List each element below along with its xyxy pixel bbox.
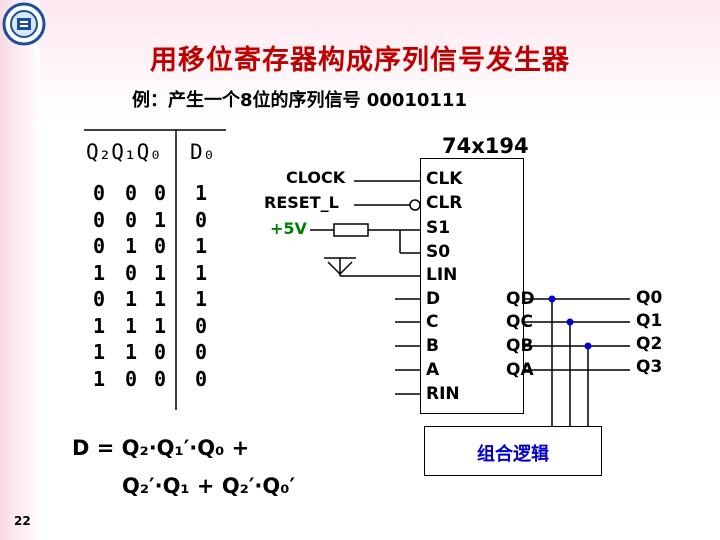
table-cell: 0 [153,366,167,391]
pin-qc: QC [506,312,533,332]
table-cell: 0 [124,207,138,232]
pin-d: D [426,289,441,309]
combinational-logic-box: 组合逻辑 [424,426,602,476]
junction-dot [584,342,592,350]
clock-label: CLOCK [286,168,346,187]
table-cell: 1 [124,287,138,311]
junction-dot [548,295,556,303]
vcc-label: +5V [270,219,307,238]
table-cell: 1 [194,234,208,258]
table-cell: 0 [92,181,106,205]
table-cell: 0 [194,207,208,232]
output-label-q3: Q3 [636,357,663,377]
table-cell: 1 [92,366,106,391]
header-gradient [0,0,720,120]
table-cell: 0 [194,366,208,391]
table-cell: 1 [153,287,167,311]
inverter-bubble-icon [409,199,421,211]
table-cell: 0 [153,181,167,205]
pin-lin: LIN [426,265,458,285]
table-cell: 0 [194,313,208,338]
pin-clk: CLK [426,169,463,189]
left-gradient [0,0,40,540]
table-cell: 1 [92,340,106,364]
table-cell: 1 [153,260,167,285]
table-cell: 0 [194,340,208,364]
table-cell: 0 [153,234,167,258]
formula-line-1: D = Q₂·Q₁′·Q₀ + [72,436,250,460]
table-cell: 1 [194,260,208,285]
slide-subtitle: 例：产生一个8位的序列信号 00010111 [132,90,467,111]
pin-clr: CLR [426,193,463,213]
table-header-d: D₀ [190,140,216,164]
table-header-q: Q₂Q₁Q₀ [86,140,162,164]
table-cell: 1 [92,313,106,338]
logic-label: 组合逻辑 [477,444,549,465]
table-cell: 0 [92,287,106,311]
page-number: 22 [14,514,31,528]
pin-c: C [426,312,439,332]
output-label-q1: Q1 [636,311,663,331]
pin-qd: QD [506,289,535,309]
table-cell: 1 [153,207,167,232]
table-cell: 1 [92,260,106,285]
output-label-q2: Q2 [636,334,663,354]
table-cell: 0 [124,181,138,205]
table-cell: 0 [124,366,138,391]
resistor-icon [333,223,369,237]
pin-s1: S1 [426,218,451,238]
table-cell: 1 [194,181,208,205]
chip-name: 74x194 [442,134,529,158]
pin-b: B [426,336,439,356]
pin-rin: RIN [426,384,460,404]
pin-a: A [426,360,440,380]
table-cell: 0 [124,260,138,285]
table-cell: 0 [153,340,167,364]
university-logo-icon [2,2,46,46]
output-label-q0: Q0 [636,288,663,308]
table-cell: 1 [124,313,138,338]
reset-label: RESET_L [264,193,339,212]
formula-line-2: Q₂′·Q₁ + Q₂′·Q₀′ [122,474,295,498]
table-cell: 0 [92,207,106,232]
slide-title: 用移位寄存器构成序列信号发生器 [150,45,570,76]
pin-qa: QA [506,360,534,380]
table-cell: 1 [194,287,208,311]
junction-dot [566,318,574,326]
table-cell: 0 [92,234,106,258]
table-cell: 1 [124,234,138,258]
table-cell: 1 [124,340,138,364]
shift-register-chip [420,158,524,414]
pin-s0: S0 [426,242,451,262]
table-cell: 1 [153,313,167,338]
pin-qb: QB [506,336,534,356]
